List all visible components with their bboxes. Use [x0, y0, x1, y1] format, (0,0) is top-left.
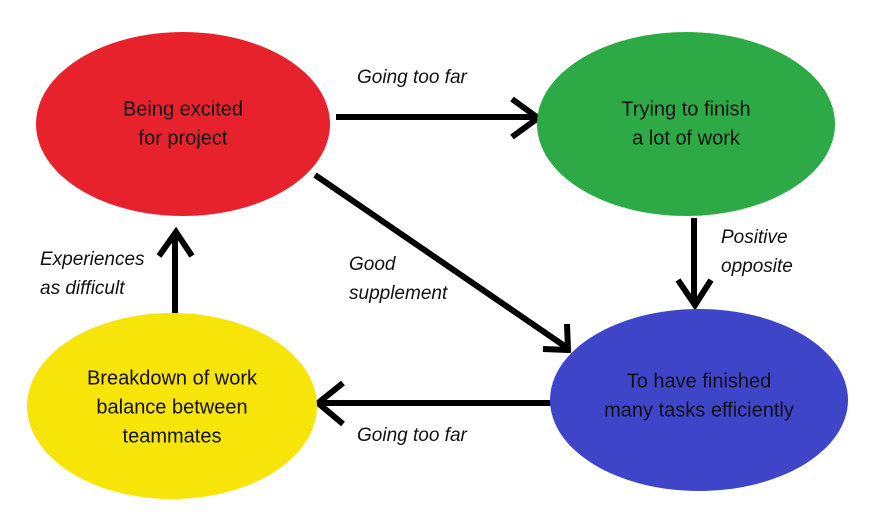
edge-label-excited-to-trying: Going too far — [357, 67, 468, 88]
node-trying-to-finish[interactable]: Trying to finish a lot of work — [537, 32, 835, 216]
edge-line — [313, 172, 568, 350]
node-label-line: Trying to finish — [621, 98, 750, 120]
node-breakdown-of-work[interactable]: Breakdown of work balance between teamma… — [27, 313, 317, 499]
edge-label-excited-to-finished: Good supplement — [349, 254, 448, 304]
node-being-excited[interactable]: Being excited for project — [36, 32, 330, 216]
edge-label-breakdown-to-excited: Experiences as difficult — [40, 249, 145, 299]
node-ellipse[interactable] — [27, 313, 317, 499]
edge-breakdown-to-excited — [156, 226, 195, 318]
node-label-line: for project — [139, 127, 228, 149]
edge-label-line: opposite — [721, 256, 793, 277]
node-label-line: To have finished — [627, 370, 772, 392]
edge-label-line: as difficult — [40, 278, 125, 299]
node-label-line: Breakdown of work — [87, 367, 258, 389]
edge-label-trying-to-finished: Positive opposite — [721, 227, 793, 277]
edge-label-finished-to-breakdown: Going too far — [357, 425, 468, 446]
edge-label-line: Going too far — [357, 425, 468, 446]
node-label-line: Being excited — [123, 98, 243, 120]
node-label-line: balance between — [96, 396, 247, 418]
arrowhead-icon — [675, 278, 714, 311]
node-label-line: teammates — [123, 425, 222, 447]
node-ellipse[interactable] — [537, 32, 835, 216]
arrowhead-icon — [156, 226, 195, 258]
edge-label-line: Positive — [721, 227, 788, 248]
node-ellipse[interactable] — [550, 309, 848, 491]
node-label-line: a lot of work — [632, 127, 741, 149]
arrowhead-icon — [313, 380, 345, 427]
node-to-have-finished[interactable]: To have finished many tasks efficiently — [550, 309, 848, 491]
node-ellipse[interactable] — [36, 32, 330, 216]
edge-trying-to-finished — [675, 218, 714, 311]
edge-label-line: Good — [349, 254, 397, 275]
edge-label-line: Going too far — [357, 67, 468, 88]
arrowhead-icon — [542, 323, 572, 354]
edge-label-line: Experiences — [40, 249, 145, 270]
edge-label-line: supplement — [349, 283, 448, 304]
edge-finished-to-breakdown — [313, 380, 551, 427]
node-label-line: many tasks efficiently — [604, 399, 794, 421]
edge-excited-to-finished — [313, 172, 572, 354]
